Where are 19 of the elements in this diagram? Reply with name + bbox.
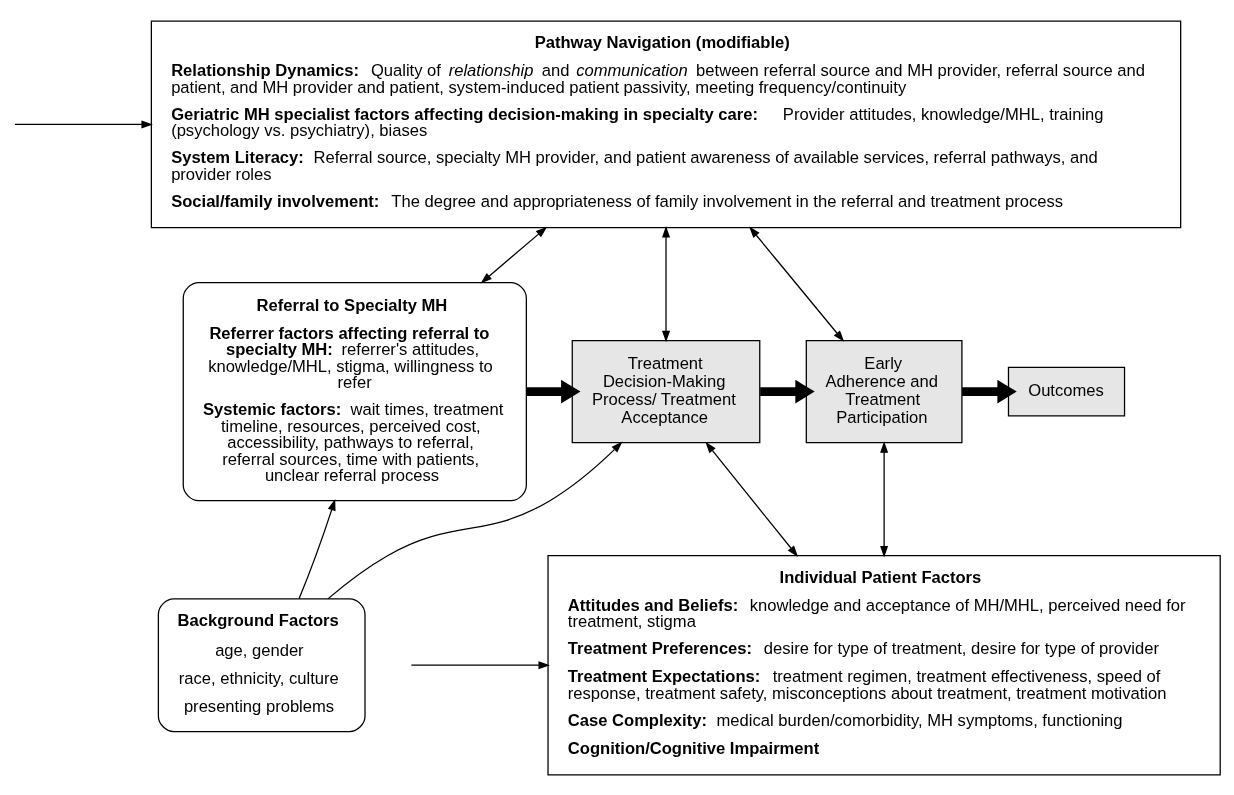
node-box: Early Adherence and Treatment Participation — [805, 339, 963, 443]
arrow — [298, 498, 336, 599]
arrow — [526, 379, 581, 403]
node-box: Treatment Decision-Making Process/ Treatment Acceptance — [571, 339, 761, 443]
arrow — [662, 225, 671, 342]
node-box: Pathway Navigation (modifiable) Relationship Dynamics: Quality of relationship and communication between referral source and MH provider, referral source and patient, and MH provider and patient, system-induced patient passivity, meeting frequency/continuity Geriatric MH specialist factors affecting decision-making in specialty care: Provider attitudes, knowledge/MHL, training (psychology vs. psychiatry), biases System Literacy: Referral source, specialty MH provider, and patient awareness of available services, referral pathways, and provider roles Social/family involvement: The degree and appropriateness of family involvement in the referral and treatment process — [150, 19, 1182, 228]
arrow — [880, 440, 889, 557]
arrow — [327, 441, 623, 599]
node-box: Outcomes — [1007, 366, 1126, 416]
arrow — [480, 226, 548, 283]
node-box: Background Factors age, gender race, ethnicity, culture presenting problems — [157, 597, 366, 732]
node-box: Individual Patient Factors Attitudes and Beliefs: knowledge and acceptance of MH/MHL, perceived need for treatment, stigma Treatment Preferences: desire for type of treatment, desire for type of provider Treatment Expectations: treatment regimen, treatment effectiveness, speed of response, treatment safety, misconceptions about treatment, treatment motivation Case Complexity: medical burden/comorbidity, MH symptoms, functioning Cognition/Cognitive Impairment — [547, 554, 1221, 776]
arrow — [705, 441, 799, 557]
arrow — [749, 226, 845, 342]
arrow — [14, 119, 153, 128]
node-box: Referral to Specialty MH Referrer factors affecting referral to specialty MH: referrer's attitudes, knowledge/MHL, stigma, willingness to refer Systemic factors: wait times, treatment timeline, resources, perceived cost, accessibility, pathways to referral, referral sources, time with patients, unclear referral process — [182, 281, 527, 501]
arrow — [410, 660, 550, 669]
arrow — [962, 379, 1017, 403]
arrow — [760, 379, 815, 403]
